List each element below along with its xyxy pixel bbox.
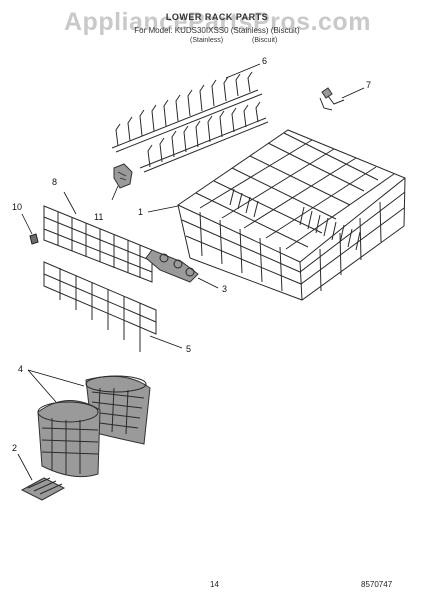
model-subtitle: For Model: KUDS30IXSS0 (Stainless) (Bisc… [134,26,300,35]
callout-1: 1 [138,207,144,217]
callout-2: 2 [12,443,18,453]
callout-8: 8 [52,177,58,187]
finish-biscuit: (Biscuit) [252,37,278,44]
part-11-clip [111,163,133,201]
part-2-basket-lid [17,453,66,501]
finish-stainless: (Stainless) [190,37,224,44]
part-10-small-part [21,213,39,245]
document-code: 8570747 [361,580,393,589]
page-number: 14 [210,580,219,589]
callout-3: 3 [222,284,228,294]
callout-6: 6 [262,56,268,66]
callout-4: 4 [18,364,24,374]
part-3-wheel-carriage [145,249,219,289]
part-6-tine-rows [111,63,269,173]
part-7-rack-bracket [319,87,365,111]
callout-11: 11 [94,212,104,222]
part-1-lower-rack [147,129,406,301]
watermark: AppliancePartsPros.com [64,8,371,36]
part-4-silverware-basket [27,369,151,478]
part-5-lower-grid [43,261,183,352]
callout-7: 7 [366,80,372,90]
callout-10: 10 [12,202,23,212]
part-8-grid-panel [43,191,153,283]
page-title: LOWER RACK PARTS [165,12,269,22]
callout-5: 5 [186,344,192,354]
